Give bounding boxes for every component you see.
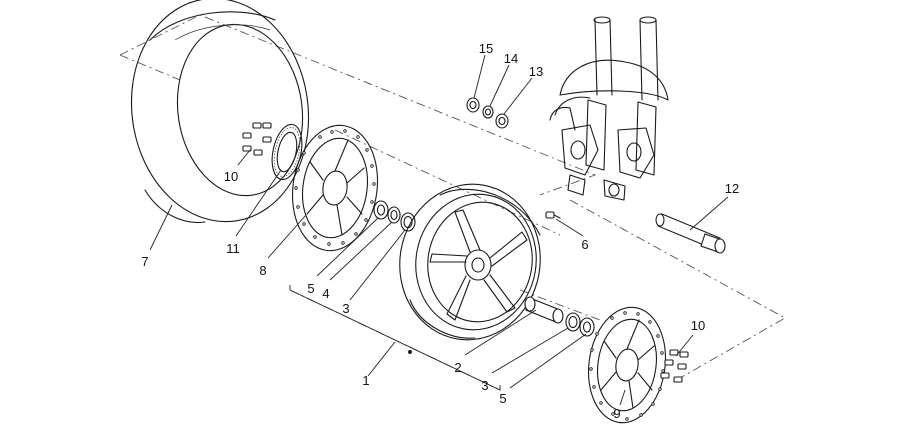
callout-10a: 10 [224, 169, 238, 184]
valve-bolt [545, 211, 561, 219]
callout-6: 6 [581, 237, 588, 252]
callout-8: 8 [259, 263, 266, 278]
tone-wheel [271, 123, 303, 181]
front-fork-assembly [549, 16, 669, 201]
hub-spacer [524, 296, 564, 324]
disc-vent-holes [589, 311, 665, 421]
callout-10b: 10 [691, 318, 705, 333]
spacer-seal-bearing-left [373, 200, 416, 232]
wheel-rim [399, 183, 541, 354]
assembly-guide-lines [119, 14, 786, 391]
callout-12: 12 [725, 181, 739, 196]
callout-9: 9 [613, 406, 620, 421]
callout-5b: 5 [499, 391, 506, 406]
callout-3b: 3 [481, 378, 488, 393]
seal-spacer-stack-top [466, 97, 509, 129]
bearing-spacer-right [565, 312, 595, 337]
bolt-set-left [242, 122, 272, 156]
disc-vent-holes [294, 129, 376, 246]
bolt-set-right [660, 349, 689, 383]
callout-3a: 3 [342, 301, 349, 316]
brake-disc-right [587, 306, 667, 424]
leader-lines [149, 54, 729, 406]
callout-4: 4 [322, 286, 329, 301]
callout-11: 11 [226, 241, 240, 256]
callout-2: 2 [454, 360, 461, 375]
callout-1: 1 [362, 373, 369, 388]
tyre [130, 0, 310, 224]
callout-13: 13 [529, 64, 543, 79]
callout-15: 15 [479, 41, 493, 56]
callout-labels: 1 2 3 3 4 5 5 6 7 8 9 10 10 11 12 13 14 … [141, 41, 739, 421]
wheel-axle [655, 213, 726, 254]
brake-disc-left [291, 124, 379, 252]
callout-14: 14 [504, 51, 518, 66]
callout-5a: 5 [307, 281, 314, 296]
callout-7: 7 [141, 254, 148, 269]
